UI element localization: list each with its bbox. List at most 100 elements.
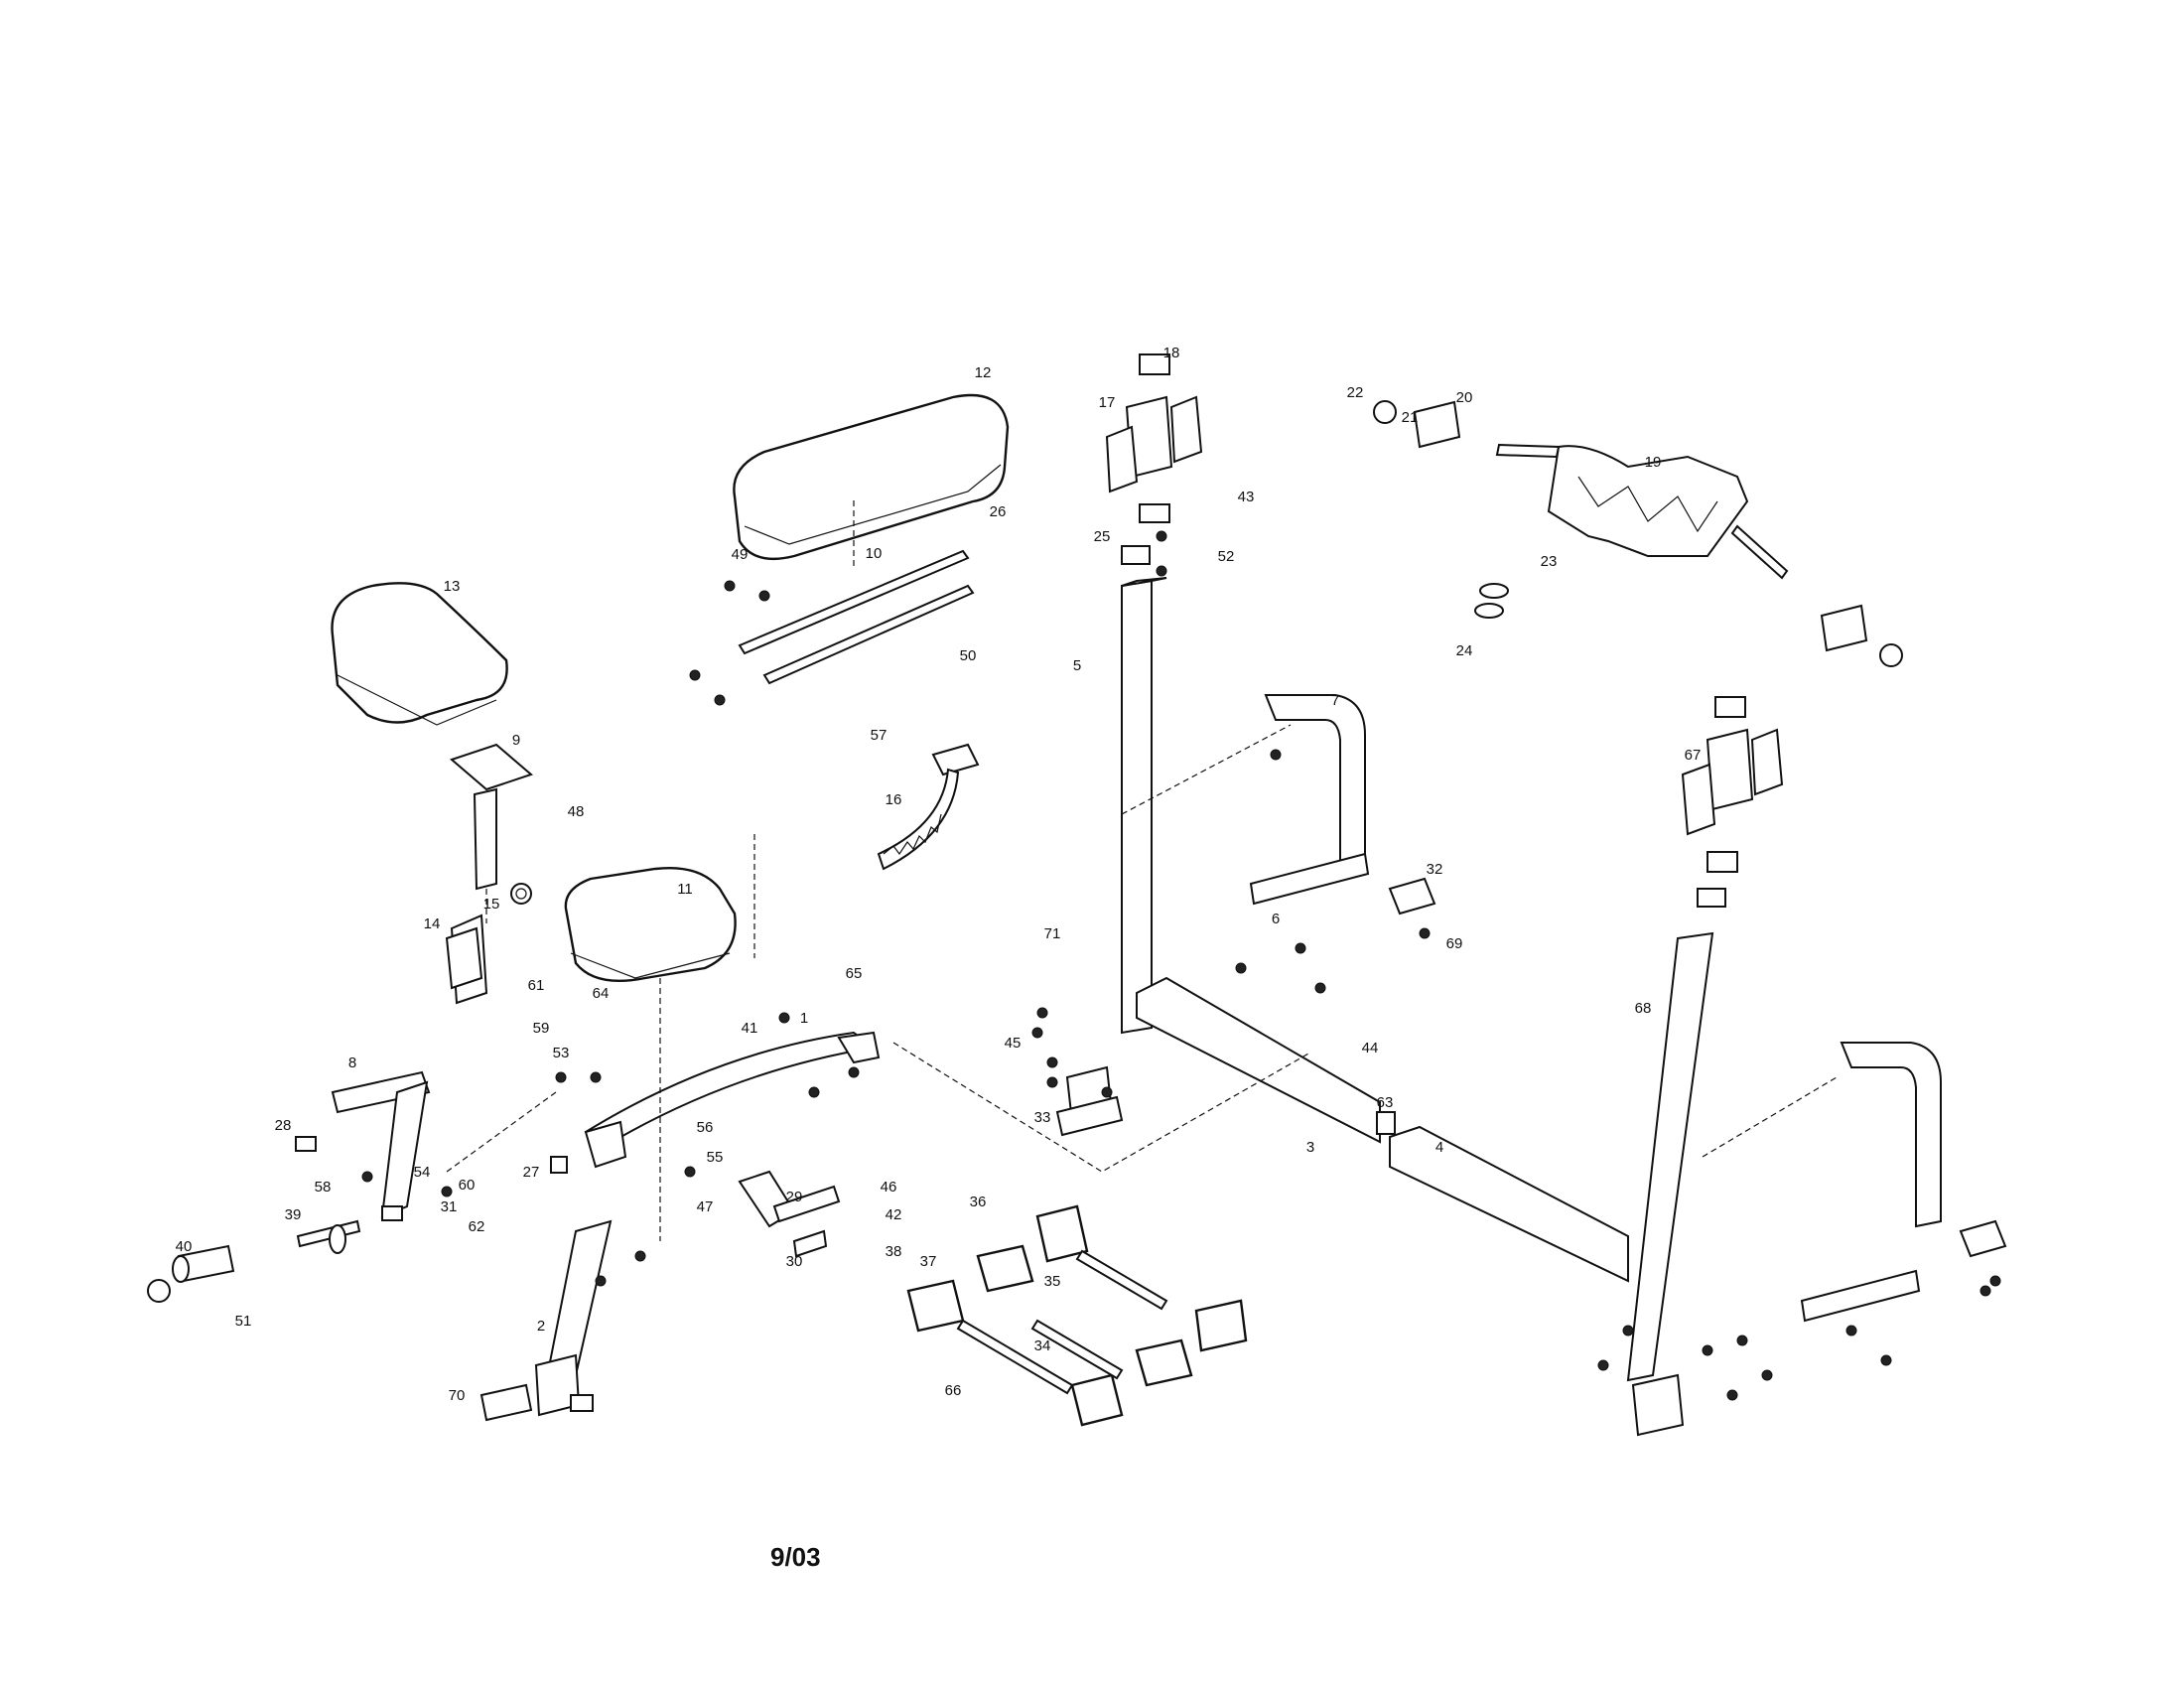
part-callout-23: 23 bbox=[1541, 553, 1558, 570]
part-callout-14: 14 bbox=[424, 915, 441, 932]
hardware-fastener bbox=[634, 1250, 646, 1262]
hardware-fastener bbox=[758, 590, 770, 602]
part-callout-54: 54 bbox=[414, 1164, 431, 1181]
part-callout-45: 45 bbox=[1005, 1035, 1022, 1052]
hardware-fastener bbox=[1031, 1027, 1043, 1039]
part-callout-69: 69 bbox=[1446, 935, 1463, 952]
part-callout-50: 50 bbox=[960, 647, 977, 664]
hardware-fastener bbox=[808, 1086, 820, 1098]
hardware-fastener bbox=[1761, 1369, 1773, 1381]
hardware-fastener bbox=[361, 1171, 373, 1183]
hardware-fastener bbox=[1726, 1389, 1738, 1401]
hardware-fastener bbox=[1979, 1285, 1991, 1297]
part-callout-22: 22 bbox=[1347, 384, 1364, 401]
hardware-fastener bbox=[684, 1166, 696, 1178]
part-callout-49: 49 bbox=[732, 546, 749, 563]
part-callout-28: 28 bbox=[275, 1117, 292, 1134]
hardware-fastener bbox=[1314, 982, 1326, 994]
revision-date-code: 9/03 bbox=[770, 1542, 821, 1572]
part-callout-18: 18 bbox=[1163, 345, 1180, 361]
part-callout-71: 71 bbox=[1044, 925, 1061, 942]
part-callout-6: 6 bbox=[1272, 911, 1280, 927]
hardware-fastener bbox=[1622, 1325, 1634, 1337]
part-callout-65: 65 bbox=[846, 965, 863, 982]
part-callout-33: 33 bbox=[1034, 1109, 1051, 1126]
hardware-fastener bbox=[1419, 927, 1431, 939]
right-upright bbox=[1626, 696, 1784, 1437]
hardware-fastener bbox=[1989, 1275, 2001, 1287]
hardware-fastener bbox=[1101, 1086, 1113, 1098]
leg-lever bbox=[738, 1170, 841, 1258]
part-callout-47: 47 bbox=[697, 1198, 714, 1215]
part-callout-31: 31 bbox=[441, 1198, 458, 1215]
preacher-pad bbox=[331, 582, 508, 726]
part-callout-43: 43 bbox=[1238, 489, 1255, 505]
part-callout-52: 52 bbox=[1218, 548, 1235, 565]
ratchet-bracket bbox=[877, 743, 980, 871]
main-bench-frame bbox=[479, 1031, 881, 1422]
part-callout-4: 4 bbox=[1435, 1139, 1443, 1156]
part-callout-70: 70 bbox=[449, 1387, 466, 1404]
part-callout-64: 64 bbox=[593, 985, 610, 1002]
part-callout-24: 24 bbox=[1456, 642, 1473, 659]
part-callout-5: 5 bbox=[1073, 657, 1081, 674]
left-upright bbox=[1055, 353, 1203, 1137]
hardware-fastener bbox=[689, 669, 701, 681]
hardware-fastener bbox=[714, 694, 726, 706]
hardware-fastener bbox=[441, 1186, 453, 1197]
part-callout-40: 40 bbox=[176, 1238, 193, 1255]
roller-pads bbox=[906, 1204, 1248, 1427]
part-callout-36: 36 bbox=[970, 1194, 987, 1210]
hardware-fastener bbox=[778, 1012, 790, 1024]
part-callout-67: 67 bbox=[1685, 747, 1702, 764]
part-callout-21: 21 bbox=[1402, 409, 1419, 426]
part-callout-16: 16 bbox=[886, 791, 902, 808]
part-callout-35: 35 bbox=[1044, 1273, 1061, 1290]
hardware-fastener bbox=[595, 1275, 607, 1287]
part-callout-19: 19 bbox=[1645, 454, 1662, 471]
part-callout-62: 62 bbox=[469, 1218, 485, 1235]
part-callout-34: 34 bbox=[1034, 1337, 1051, 1354]
leg-extension-arm bbox=[147, 1070, 431, 1303]
hardware-fastener bbox=[1235, 962, 1247, 974]
hardware-fastener bbox=[1270, 749, 1282, 761]
part-callout-60: 60 bbox=[459, 1177, 476, 1194]
seat-pad bbox=[564, 867, 737, 982]
part-callout-10: 10 bbox=[866, 545, 883, 562]
part-callout-57: 57 bbox=[871, 727, 887, 744]
left-front-leg bbox=[1249, 694, 1436, 915]
hardware-fastener bbox=[1702, 1344, 1713, 1356]
part-callout-20: 20 bbox=[1456, 389, 1473, 406]
part-callout-37: 37 bbox=[920, 1253, 937, 1270]
curl-bar bbox=[1373, 400, 1903, 667]
hardware-fastener bbox=[1736, 1335, 1748, 1346]
part-callout-13: 13 bbox=[444, 578, 461, 595]
back-pad bbox=[733, 393, 1010, 560]
part-callout-9: 9 bbox=[512, 732, 520, 749]
part-callout-51: 51 bbox=[235, 1313, 252, 1330]
part-callout-59: 59 bbox=[533, 1020, 550, 1037]
part-callout-44: 44 bbox=[1362, 1040, 1379, 1056]
alignment-lines bbox=[446, 724, 1838, 1241]
part-callout-25: 25 bbox=[1094, 528, 1111, 545]
base-frame bbox=[1136, 976, 1629, 1283]
hardware-fastener bbox=[848, 1066, 860, 1078]
part-callout-63: 63 bbox=[1377, 1094, 1394, 1111]
hardware-fastener bbox=[1880, 1354, 1892, 1366]
part-callout-32: 32 bbox=[1427, 861, 1443, 878]
hardware-fastener bbox=[724, 580, 736, 592]
hardware bbox=[361, 530, 2001, 1401]
hardware-fastener bbox=[590, 1071, 602, 1083]
part-callout-8: 8 bbox=[348, 1055, 356, 1071]
hardware-fastener bbox=[1597, 1359, 1609, 1371]
part-callout-2: 2 bbox=[537, 1318, 545, 1335]
hardware-fastener bbox=[1046, 1056, 1058, 1068]
hardware-fastener bbox=[555, 1071, 567, 1083]
adjustment-knob bbox=[445, 883, 532, 990]
part-callout-7: 7 bbox=[1331, 692, 1339, 709]
part-callout-38: 38 bbox=[886, 1243, 902, 1260]
part-callout-41: 41 bbox=[742, 1020, 758, 1037]
part-callout-39: 39 bbox=[285, 1206, 302, 1223]
